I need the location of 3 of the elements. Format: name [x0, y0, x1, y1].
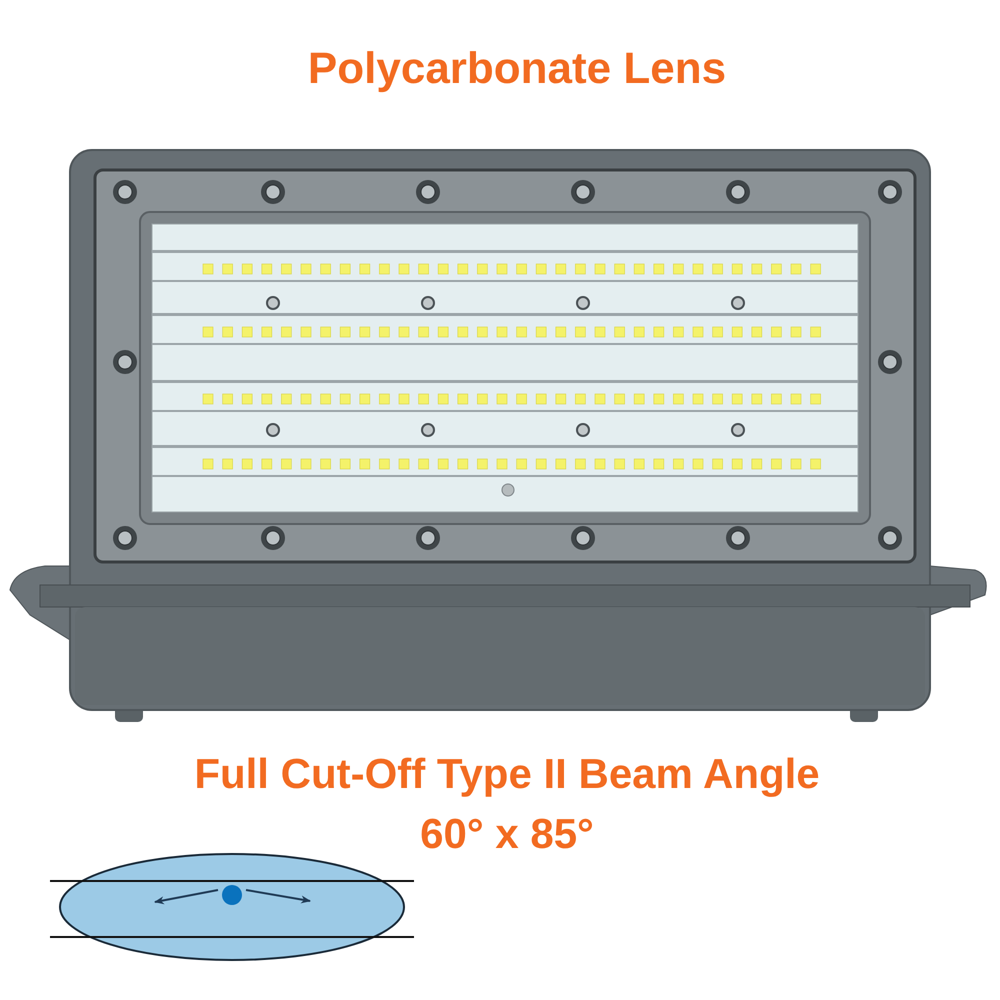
beam-angle-heading: Full Cut-Off Type II Beam Angle: [194, 750, 820, 798]
beam-angle-value: 60° x 85°: [420, 810, 594, 858]
heading: Polycarbonate Lens: [308, 44, 726, 94]
